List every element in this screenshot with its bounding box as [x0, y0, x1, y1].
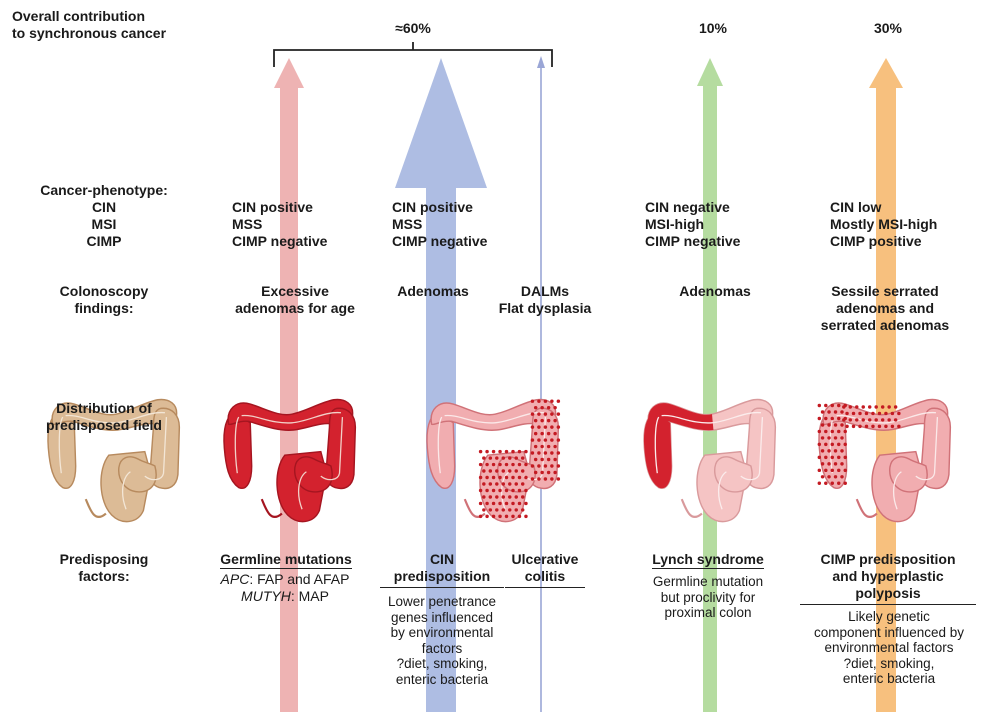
row-label-phenotype: Cancer-phenotype: — [14, 182, 194, 199]
row-label-factors: Predisposing factors: — [34, 551, 174, 585]
finding-lynch: Adenomas — [660, 283, 770, 300]
factor-germline-title-text: Germline mutations — [220, 551, 351, 569]
colon-cimp — [818, 400, 951, 522]
colon-cimp-appendix — [857, 499, 877, 517]
colon-germline-appendix — [262, 499, 282, 517]
bracket-60pct — [274, 42, 552, 67]
row-label-contribution: Overall contribution to synchronous canc… — [12, 8, 166, 42]
colon-normal-appendix — [86, 499, 106, 517]
gene-mutyh-desc: : MAP — [291, 588, 329, 604]
gene-apc-desc: : FAP and AFAP — [249, 571, 349, 587]
label-predisposed-field: Distribution of predisposed field — [20, 400, 188, 434]
phenotype-lynch: CIN negative MSI-high CIMP negative — [645, 199, 740, 250]
pct-10: 10% — [688, 20, 738, 37]
factor-cin-title: CIN predisposition — [380, 551, 504, 588]
colon-lynch — [644, 400, 775, 522]
factor-germline-line2: MUTYH: MAP — [200, 588, 370, 605]
arrow-colitis — [537, 56, 545, 712]
row-label-phenotype-items: CIN MSI CIMP — [54, 199, 154, 250]
colon-germline-body — [224, 400, 355, 522]
finding-colitis: DALMs Flat dysplasia — [480, 283, 610, 317]
factor-germline-title: Germline mutations — [208, 551, 364, 568]
phenotype-germline: CIN positive MSS CIMP negative — [232, 199, 327, 250]
arrow-germline — [274, 58, 304, 712]
factor-colitis-title: Ulcerative colitis — [505, 551, 585, 588]
colon-cin-appendix — [465, 499, 485, 517]
factor-lynch-title: Lynch syndrome — [640, 551, 776, 568]
gene-apc: APC — [221, 571, 250, 587]
colon-germline — [224, 400, 355, 522]
phenotype-cimp: CIN low Mostly MSI-high CIMP positive — [830, 199, 937, 250]
finding-germline: Excessive adenomas for age — [210, 283, 380, 317]
pct-30: 30% — [863, 20, 913, 37]
factor-cin-desc: Lower penetrance genes influenced by env… — [370, 594, 514, 687]
factor-lynch-title-text: Lynch syndrome — [652, 551, 764, 569]
finding-cimp: Sessile serrated adenomas and serrated a… — [800, 283, 970, 334]
phenotype-cin: CIN positive MSS CIMP negative — [392, 199, 487, 250]
factor-cimp-title: CIMP predisposition and hyperplastic pol… — [800, 551, 976, 605]
factor-germline-line1: APC: FAP and AFAP — [200, 571, 370, 588]
gene-mutyh: MUTYH — [241, 588, 291, 604]
colon-lynch-appendix — [682, 499, 702, 517]
row-label-findings: Colonoscopy findings: — [34, 283, 174, 317]
factor-cimp-desc: Likely genetic component influenced by e… — [794, 609, 984, 687]
finding-cin: Adenomas — [388, 283, 478, 300]
factor-lynch-desc: Germline mutation but proclivity for pro… — [632, 574, 784, 621]
pct-60: ≈60% — [383, 20, 443, 37]
